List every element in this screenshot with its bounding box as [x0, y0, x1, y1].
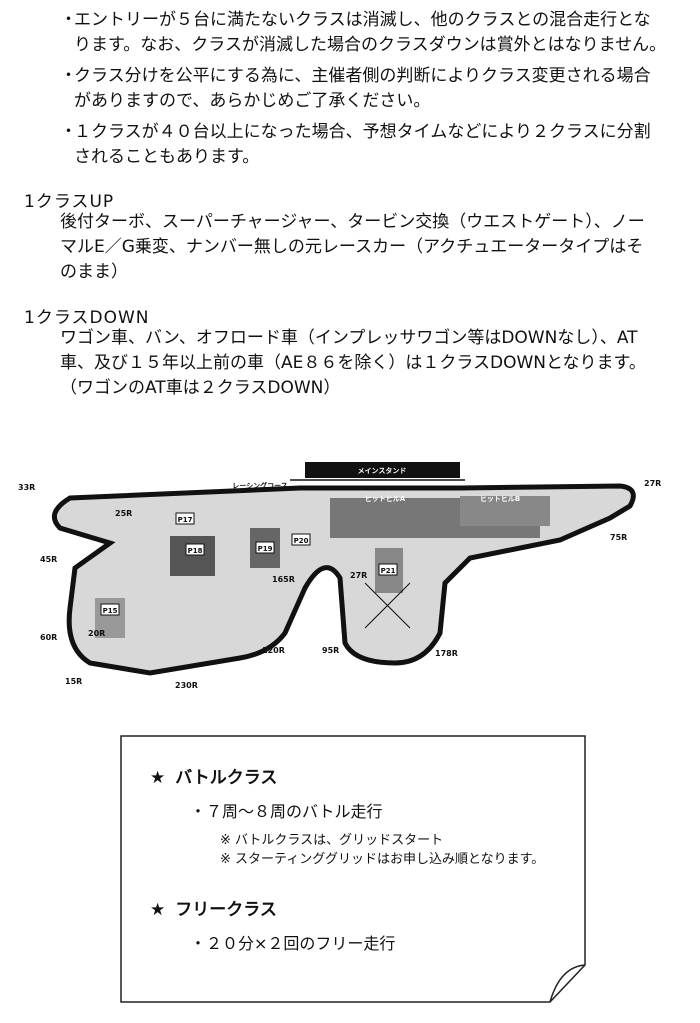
corner-label: 45R: [40, 555, 57, 564]
paddock-label: P18: [188, 547, 203, 555]
corner-label: 25R: [115, 509, 132, 518]
bullet-line: されることもあります。: [74, 147, 260, 167]
corner-label: 27R: [350, 571, 367, 580]
battle-class-note: ※ バトルクラスは、グリッドスタート: [220, 833, 444, 848]
bullet-marker: ・: [60, 122, 77, 142]
bullet-line: ります。なお、クラスが消滅した場合のクラスダウンは賞外とはなりません。: [74, 35, 667, 55]
notice-box: ★バトルクラス ・７周〜８周のバトル走行 ※ バトルクラスは、グリッドスタート …: [120, 735, 586, 1003]
battle-class-title: バトルクラス: [175, 768, 278, 788]
corner-label: 120R: [262, 646, 285, 655]
class-down-line: ワゴン車、バン、オフロード車（インプレッサワゴン等はDOWNなし）、AT: [60, 328, 638, 348]
notice-frame: [120, 735, 586, 1003]
class-down-heading: 1クラスDOWN: [24, 308, 150, 328]
corner-label: 60R: [40, 633, 57, 642]
corner-label: 20R: [88, 629, 105, 638]
hit-hill-a-label: ヒットヒルA: [365, 495, 406, 503]
paddock-label: P19: [258, 545, 273, 553]
corner-label: 95R: [322, 646, 339, 655]
paddock-zone: [460, 496, 550, 526]
bullet-line: エントリーが５台に満たないクラスは消滅し、他のクラスとの混合走行とな: [74, 10, 651, 30]
paddock-label: P15: [103, 607, 118, 615]
class-up-line: 後付ターボ、スーパーチャージャー、タービン交換（ウエストゲート）、ノー: [60, 212, 645, 232]
class-up-heading: 1クラスUP: [24, 192, 115, 212]
bullet-line: がありますので、あらかじめご了承ください。: [74, 91, 431, 111]
class-up-line: マルE／G乗変、ナンバー無しの元レースカー（アクチュエータータイプはそ: [60, 237, 644, 257]
corner-label: 178R: [435, 649, 458, 658]
class-down-line: 車、及び１５年以上前の車（AE８６を除く）は１クラスDOWNとなります。: [60, 353, 646, 373]
class-down-text: ワゴン車、バン、オフロード車（インプレッサワゴン等はDOWNなし）、AT 車、及…: [60, 326, 680, 401]
main-stand: [305, 462, 460, 478]
bullet-item-3: ・ １クラスが４０台以上になった場合、予想タイムなどにより２クラスに分割 される…: [60, 120, 690, 170]
bullet-item-2: ・ クラス分けを公平にする為に、主催者側の判断によりクラス変更される場合 があり…: [60, 64, 690, 114]
free-class-item: ・２０分×２回のフリー走行: [190, 934, 396, 953]
bullet-line: １クラスが４０台以上になった場合、予想タイムなどにより２クラスに分割: [74, 122, 651, 142]
class-down-line: （ワゴンのAT車は２クラスDOWN）: [60, 378, 341, 398]
paddock-label: P21: [381, 567, 396, 575]
bullet-marker: ・: [60, 66, 77, 86]
battle-class-note: ※ スターティンググリッドはお申し込み順となります。: [220, 852, 545, 867]
battle-class-item: ・７周〜８周のバトル走行: [190, 802, 383, 821]
bullet-marker: ・: [60, 10, 77, 30]
star-icon: ★: [150, 900, 166, 920]
bullet-item-1: ・ エントリーが５台に満たないクラスは消滅し、他のクラスとの混合走行とな ります…: [60, 8, 690, 58]
bullet-line: クラス分けを公平にする為に、主催者側の判断によりクラス変更される場合: [74, 66, 651, 86]
main-stand-label: メインスタンド: [358, 466, 407, 475]
class-up-text: 後付ターボ、スーパーチャージャー、タービン交換（ウエストゲート）、ノー マルE／…: [60, 210, 680, 285]
hit-hill-b-label: ヒットヒルB: [480, 495, 520, 503]
corner-label: 15R: [65, 677, 82, 686]
course-label: レーシングコース: [232, 481, 288, 490]
paddock-label: P17: [178, 516, 193, 524]
paddock-zone: [170, 536, 215, 576]
corner-label: 33R: [18, 483, 35, 492]
free-class-heading: ★ フリークラス: [150, 897, 570, 923]
free-class-title: フリークラス: [175, 900, 277, 920]
corner-label: 75R: [610, 533, 627, 542]
paddock-label: P20: [294, 537, 309, 545]
corner-label: 27R: [644, 479, 661, 488]
circuit-map: メインスタンド レーシングコース ヒットヒルA ヒットヒルB 33R 27R 7…: [18, 462, 661, 690]
class-up-line: のまま）: [60, 262, 128, 282]
star-icon: ★: [150, 768, 166, 788]
battle-class-heading: ★ バトルクラス: [150, 765, 570, 791]
corner-label: 230R: [175, 681, 198, 690]
corner-label: 165R: [272, 575, 295, 584]
